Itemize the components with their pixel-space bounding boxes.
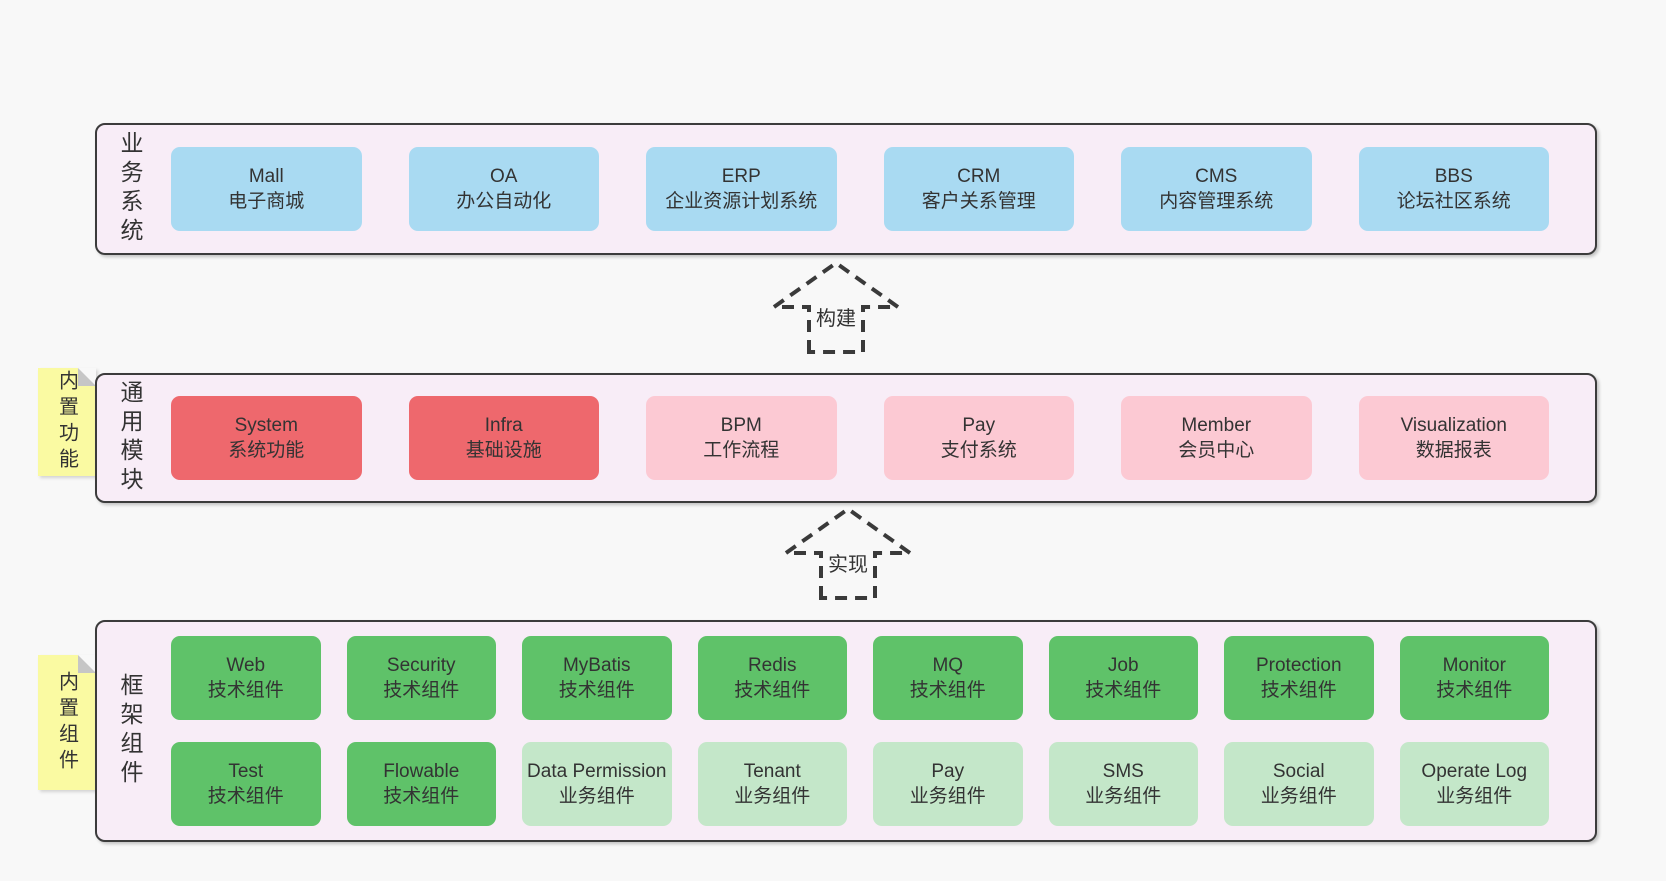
band-framework-components-label: 框架组件 — [117, 673, 143, 789]
box-title: CMS — [1195, 166, 1238, 187]
box-subtitle: 技术组件 — [383, 786, 460, 807]
box-operate-log: Operate Log 业务组件 — [1399, 742, 1549, 826]
box-title: System — [234, 415, 298, 436]
box-crm: CRM 客户关系管理 — [883, 147, 1074, 231]
box-title: Flowable — [383, 761, 460, 782]
box-subtitle: 技术组件 — [1085, 680, 1162, 701]
arrow-build-label: 构建 — [813, 301, 859, 332]
box-title: SMS — [1102, 761, 1144, 782]
box-flowable: Flowable 技术组件 — [346, 742, 496, 826]
box-subtitle: 系统功能 — [228, 440, 305, 461]
box-title: OA — [490, 166, 518, 187]
box-member: Member 会员中心 — [1121, 396, 1312, 480]
box-subtitle: 工作流程 — [703, 440, 780, 461]
note-built-in-components: 内置组件 — [38, 655, 96, 790]
box-mybatis: MyBatis 技术组件 — [522, 636, 672, 720]
box-visualization: Visualization 数据报表 — [1358, 396, 1549, 480]
box-subtitle: 技术组件 — [909, 680, 986, 701]
box-subtitle: 办公自动化 — [456, 191, 552, 212]
box-pay-component: Pay 业务组件 — [873, 742, 1023, 826]
box-title: Security — [386, 655, 456, 676]
box-subtitle: 会员中心 — [1178, 440, 1255, 461]
band-framework-components: 框架组件 Web 技术组件 Security 技术组件 MyBatis 技术组件… — [95, 620, 1597, 842]
box-subtitle: 论坛社区系统 — [1396, 191, 1511, 212]
box-subtitle: 业务组件 — [558, 786, 635, 807]
box-subtitle: 业务组件 — [909, 786, 986, 807]
box-title: Pay — [962, 415, 996, 436]
box-subtitle: 业务组件 — [1436, 786, 1513, 807]
box-subtitle: 技术组件 — [207, 786, 284, 807]
box-tenant: Tenant 业务组件 — [697, 742, 847, 826]
box-monitor: Monitor 技术组件 — [1399, 636, 1549, 720]
box-title: BBS — [1434, 166, 1473, 187]
box-infra: Infra 基础设施 — [408, 396, 599, 480]
box-test: Test 技术组件 — [171, 742, 321, 826]
box-pay-system: Pay 支付系统 — [883, 396, 1074, 480]
box-title: Member — [1181, 415, 1252, 436]
band-business-systems-label: 业务系统 — [117, 131, 143, 247]
box-subtitle: 业务组件 — [734, 786, 811, 807]
box-title: Social — [1272, 761, 1325, 782]
box-system: System 系统功能 — [171, 396, 362, 480]
box-sms: SMS 业务组件 — [1048, 742, 1198, 826]
box-protection: Protection 技术组件 — [1224, 636, 1374, 720]
box-data-permission: Data Permission 业务组件 — [522, 742, 672, 826]
box-subtitle: 客户关系管理 — [921, 191, 1036, 212]
box-title: MyBatis — [562, 655, 631, 676]
box-subtitle: 技术组件 — [1260, 680, 1337, 701]
note-built-in-components-label: 内置组件 — [55, 670, 78, 775]
box-title: Visualization — [1400, 415, 1507, 436]
box-cms: CMS 内容管理系统 — [1121, 147, 1312, 231]
box-title: Pay — [931, 761, 965, 782]
box-security: Security 技术组件 — [346, 636, 496, 720]
box-subtitle: 基础设施 — [465, 440, 542, 461]
box-job: Job 技术组件 — [1048, 636, 1198, 720]
arrow-build: 构建 — [770, 259, 902, 355]
box-title: Infra — [484, 415, 523, 436]
box-subtitle: 内容管理系统 — [1159, 191, 1274, 212]
box-subtitle: 数据报表 — [1415, 440, 1492, 461]
box-subtitle: 企业资源计划系统 — [665, 191, 818, 212]
box-title: Test — [228, 761, 264, 782]
band-business-systems: 业务系统 Mall 电子商城 OA 办公自动化 ERP 企业资源计划系统 CRM… — [95, 123, 1597, 255]
box-subtitle: 支付系统 — [940, 440, 1017, 461]
box-subtitle: 技术组件 — [558, 680, 635, 701]
band-common-modules: 通用模块 System 系统功能 Infra 基础设施 BPM 工作流程 Pay… — [95, 373, 1597, 503]
box-subtitle: 技术组件 — [734, 680, 811, 701]
box-subtitle: 业务组件 — [1260, 786, 1337, 807]
box-title: MQ — [932, 655, 964, 676]
box-web: Web 技术组件 — [171, 636, 321, 720]
box-subtitle: 业务组件 — [1085, 786, 1162, 807]
box-title: Operate Log — [1421, 761, 1528, 782]
note-built-in-features-label: 内置功能 — [55, 370, 78, 474]
box-title: Protection — [1255, 655, 1342, 676]
box-oa: OA 办公自动化 — [408, 147, 599, 231]
box-title: Mall — [248, 166, 284, 187]
box-title: Redis — [747, 655, 797, 676]
box-redis: Redis 技术组件 — [697, 636, 847, 720]
arrow-implement: 实现 — [782, 505, 914, 601]
box-mall: Mall 电子商城 — [171, 147, 362, 231]
arrow-implement-label: 实现 — [825, 547, 871, 578]
box-subtitle: 技术组件 — [207, 680, 284, 701]
box-erp: ERP 企业资源计划系统 — [646, 147, 837, 231]
box-mq: MQ 技术组件 — [873, 636, 1023, 720]
box-subtitle: 电子商城 — [228, 191, 305, 212]
box-title: CRM — [957, 166, 1001, 187]
box-title: Tenant — [743, 761, 801, 782]
box-title: Web — [226, 655, 266, 676]
box-title: Monitor — [1442, 655, 1506, 676]
note-built-in-features: 内置功能 — [38, 368, 96, 476]
box-bpm: BPM 工作流程 — [646, 396, 837, 480]
band-common-modules-label: 通用模块 — [117, 380, 143, 496]
box-title: Data Permission — [527, 761, 667, 782]
box-social: Social 业务组件 — [1224, 742, 1374, 826]
box-title: Job — [1107, 655, 1139, 676]
box-subtitle: 技术组件 — [383, 680, 460, 701]
box-bbs: BBS 论坛社区系统 — [1358, 147, 1549, 231]
box-title: BPM — [720, 415, 762, 436]
box-subtitle: 技术组件 — [1436, 680, 1513, 701]
box-title: ERP — [721, 166, 761, 187]
